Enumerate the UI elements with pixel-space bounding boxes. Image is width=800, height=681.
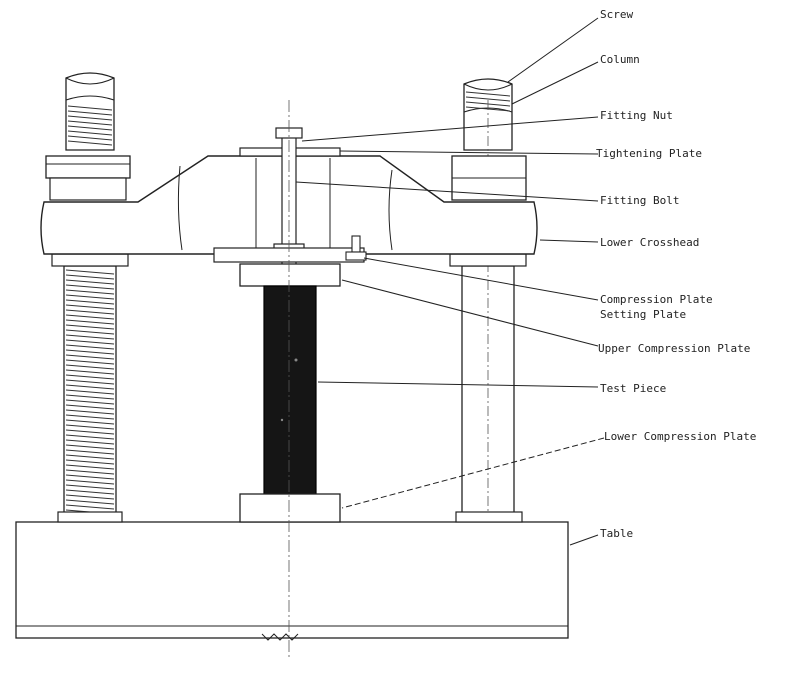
label-test-piece: Test Piece	[600, 382, 666, 395]
thread-line	[65, 359, 115, 365]
label-tightening-plate: Tightening Plate	[596, 147, 702, 160]
label-lower-crosshead: Lower Crosshead	[600, 236, 699, 249]
thread-line	[65, 354, 115, 360]
thread-line	[65, 459, 115, 465]
thread-line	[65, 449, 115, 455]
thread-line	[65, 314, 115, 320]
thread-line	[65, 344, 115, 350]
thread-line	[65, 374, 115, 380]
thread-line	[65, 299, 115, 305]
label-lower-compression-plate: Lower Compression Plate	[604, 430, 756, 443]
label-column: Column	[600, 53, 640, 66]
thread-line	[65, 284, 115, 290]
thread-line	[65, 464, 115, 470]
left-screw-upper-threads	[67, 105, 113, 146]
thread-line	[65, 394, 115, 400]
test-piece	[263, 285, 317, 495]
thread-line	[65, 334, 115, 340]
thread-line	[65, 384, 115, 390]
thread-line	[65, 324, 115, 330]
labels: Screw Column Fitting Nut Tightening Plat…	[596, 8, 756, 540]
leader-lines	[295, 17, 605, 546]
thread-line	[65, 379, 115, 385]
thread-line	[65, 364, 115, 370]
thread-line	[65, 439, 115, 445]
thread-line	[65, 329, 115, 335]
thread-line	[65, 484, 115, 490]
thread-line	[65, 429, 115, 435]
thread-line	[65, 469, 115, 475]
thread-line	[65, 269, 115, 275]
thread-line	[65, 504, 115, 510]
right-column	[449, 78, 527, 523]
thread-line	[65, 479, 115, 485]
thread-line	[65, 289, 115, 295]
label-fitting-nut: Fitting Nut	[600, 109, 673, 122]
left-screw-lower-threads	[65, 269, 115, 515]
label-setting-plate: Setting Plate	[600, 308, 686, 321]
thread-line	[65, 424, 115, 430]
thread-line	[65, 414, 115, 420]
thread-line	[65, 494, 115, 500]
thread-line	[65, 319, 115, 325]
thread-line	[65, 409, 115, 415]
thread-line	[65, 294, 115, 300]
thread-line	[65, 474, 115, 480]
label-table: Table	[600, 527, 633, 540]
thread-line	[65, 279, 115, 285]
label-compression-plate: Compression Plate	[600, 293, 713, 306]
thread-line	[65, 349, 115, 355]
label-upper-compression-plate: Upper Compression Plate	[598, 342, 750, 355]
thread-line	[65, 309, 115, 315]
thread-line	[65, 274, 115, 280]
thread-line	[65, 389, 115, 395]
thread-line	[65, 339, 115, 345]
thread-line	[65, 304, 115, 310]
thread-line	[65, 454, 115, 460]
thread-line	[65, 369, 115, 375]
thread-line	[65, 499, 115, 505]
label-screw: Screw	[600, 8, 633, 21]
left-screw	[45, 72, 131, 523]
upper-compression-plate	[239, 263, 341, 287]
thread-line	[65, 489, 115, 495]
thread-line	[65, 444, 115, 450]
thread-line	[65, 404, 115, 410]
thread-line	[65, 399, 115, 405]
lower-compression-plate	[239, 493, 341, 523]
thread-line	[65, 419, 115, 425]
table	[15, 521, 569, 641]
thread-line	[65, 434, 115, 440]
label-fitting-bolt: Fitting Bolt	[600, 194, 679, 207]
